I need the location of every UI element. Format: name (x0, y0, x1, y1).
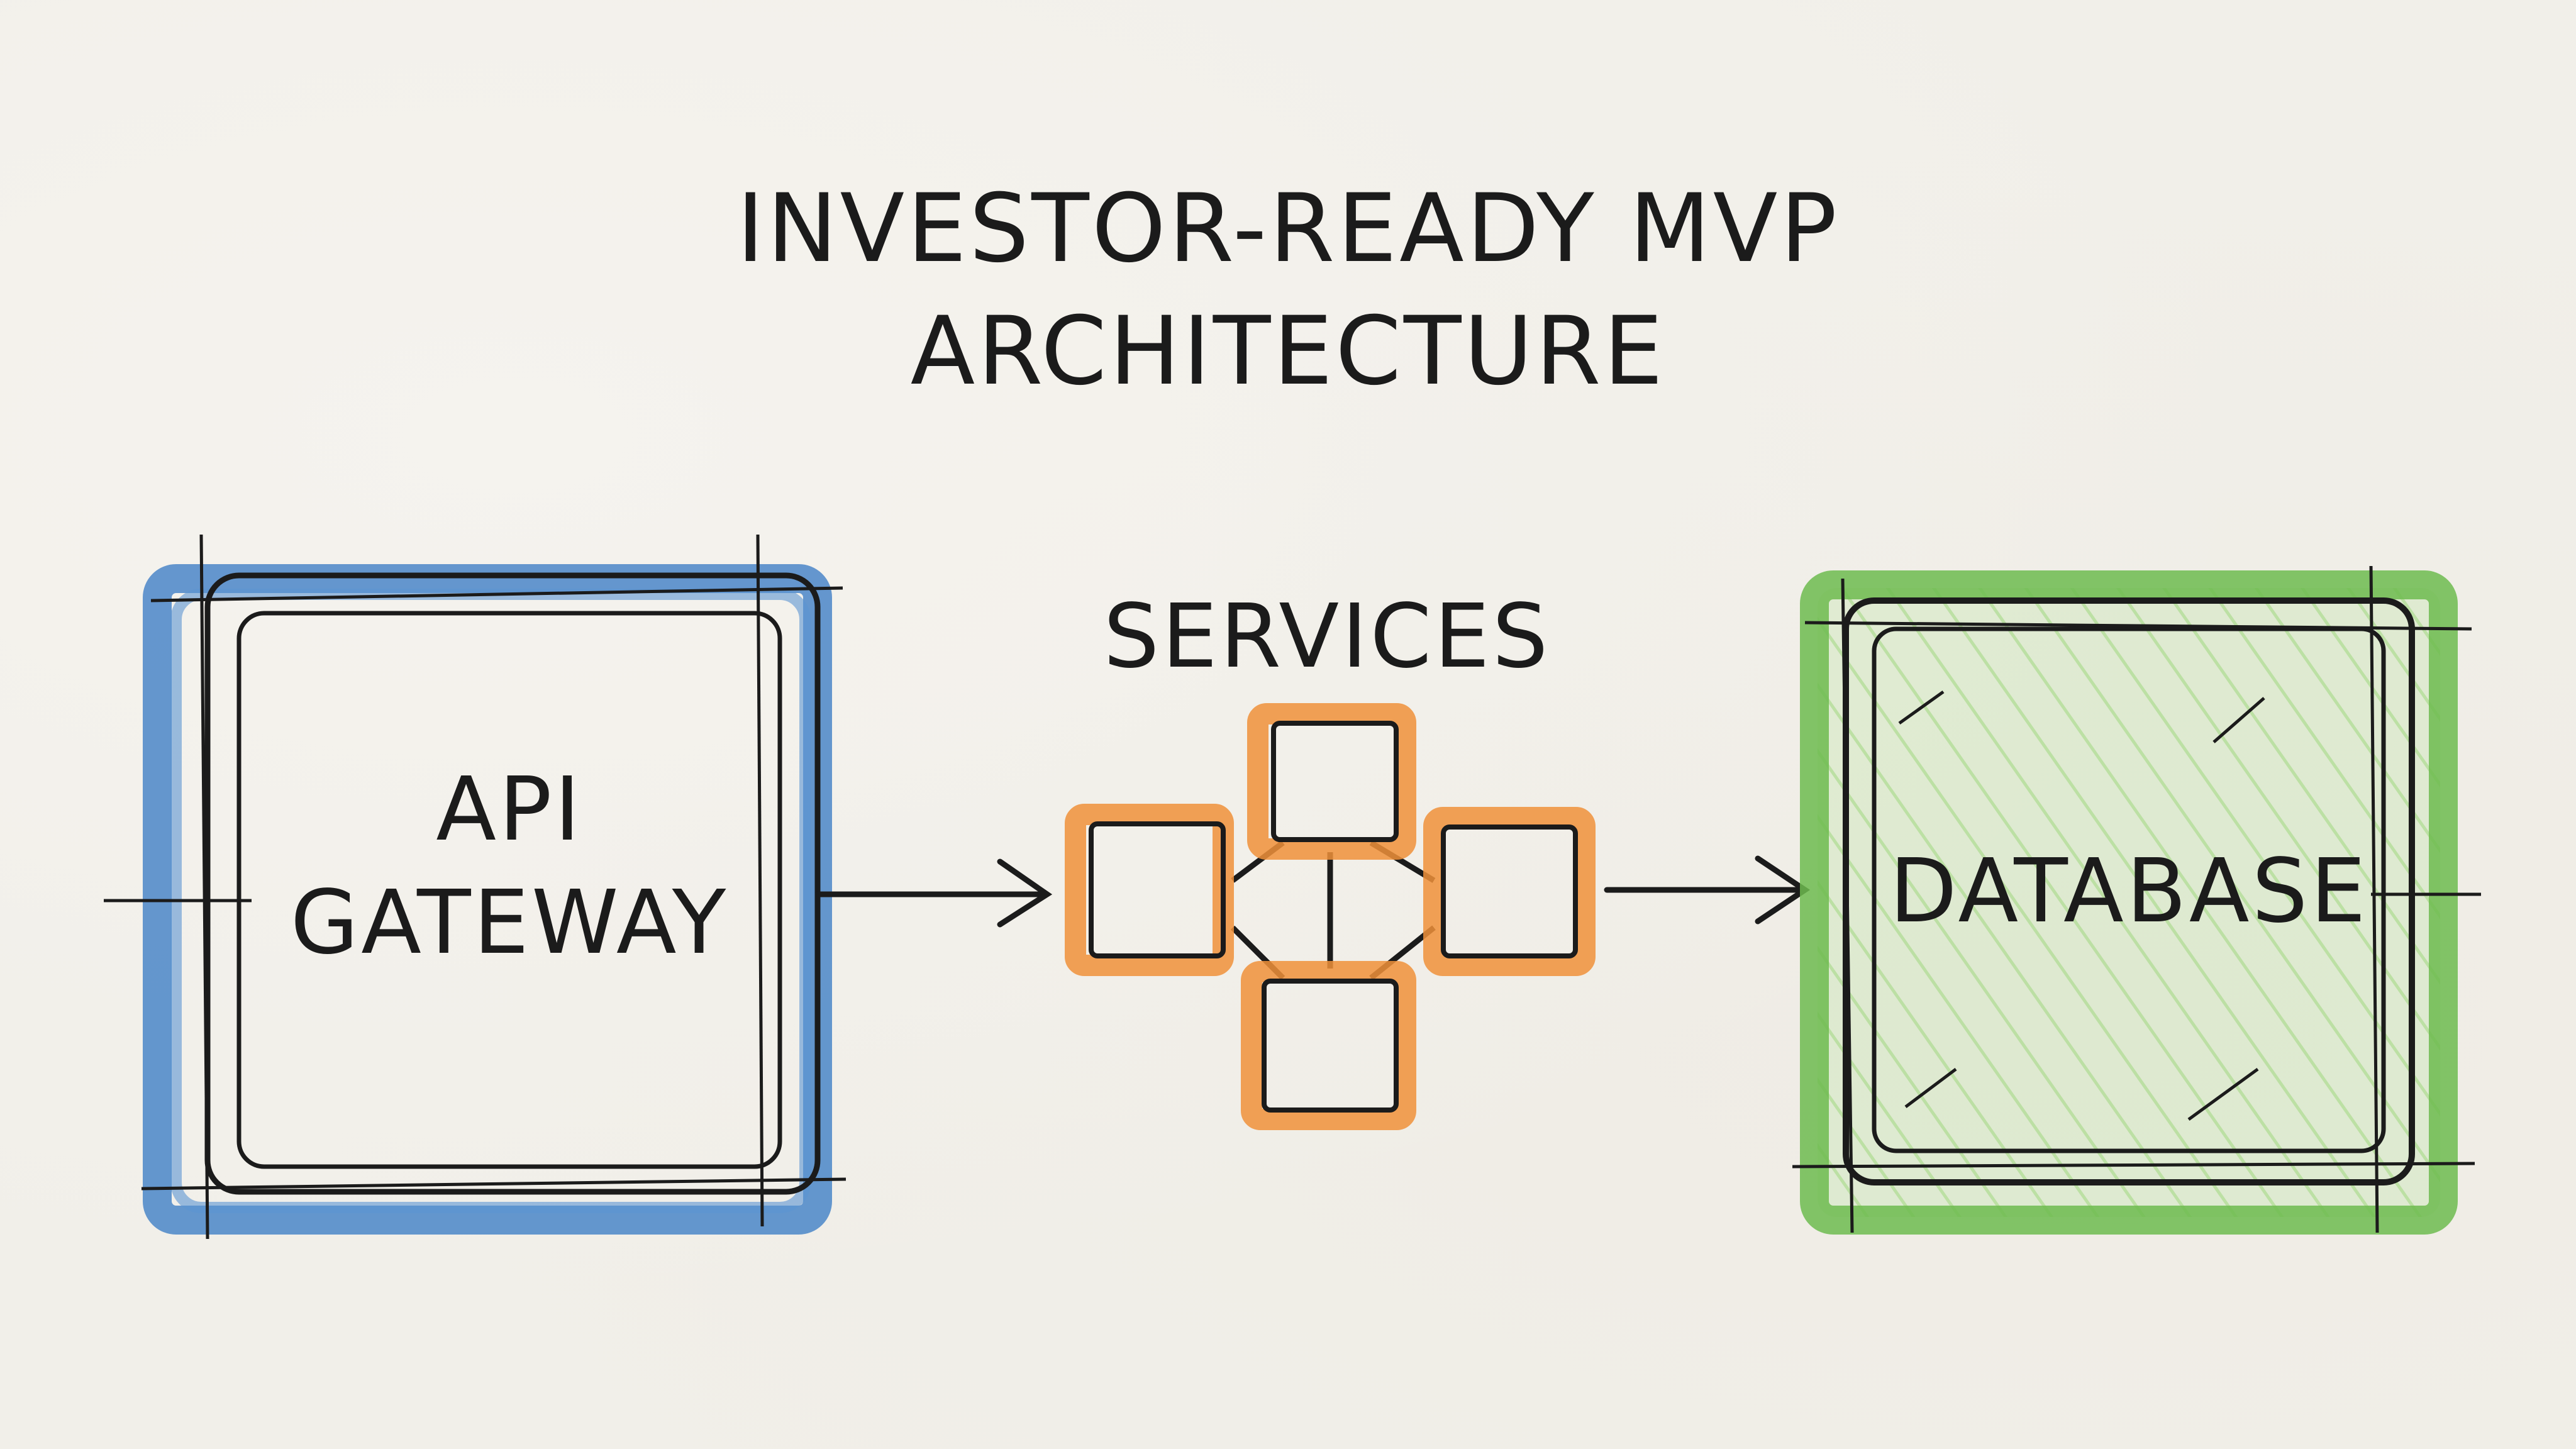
title-line-2: ARCHITECTURE (911, 297, 1666, 406)
api-gateway-inner-border (236, 611, 782, 1169)
api-gateway-label-line-2: GATEWAY (291, 872, 729, 974)
service-box-bottom (1241, 961, 1416, 1130)
services-label: SERVICES (1103, 586, 1550, 688)
database-tint (1818, 588, 2440, 1217)
arrow-services-to-database (1604, 855, 1811, 924)
database-inner-border (1872, 626, 2386, 1153)
api-gateway-sketch-lines (104, 534, 847, 1240)
api-gateway-node: API GATEWAY (104, 534, 847, 1240)
database-node: DATABASE (1792, 565, 2481, 1235)
api-gateway-label-line-1: API (436, 758, 582, 861)
database-sketch-lines (1792, 565, 2481, 1233)
database-label: DATABASE (1889, 840, 2368, 943)
title-line-1: INVESTOR-READY MVP (736, 174, 1840, 284)
arrow-gateway-to-services (814, 858, 1053, 928)
service-box-top (1247, 703, 1416, 860)
database-color-stroke (1800, 570, 2458, 1235)
service-box-left (1065, 804, 1234, 976)
service-box-right (1423, 807, 1596, 976)
services-connectors (1230, 840, 1436, 980)
diagram-title: INVESTOR-READY MVP ARCHITECTURE (736, 174, 1840, 406)
api-gateway-outer-border (204, 572, 821, 1195)
database-hatch-fill (1818, 588, 2440, 1217)
services-node: SERVICES (1065, 586, 1596, 1130)
